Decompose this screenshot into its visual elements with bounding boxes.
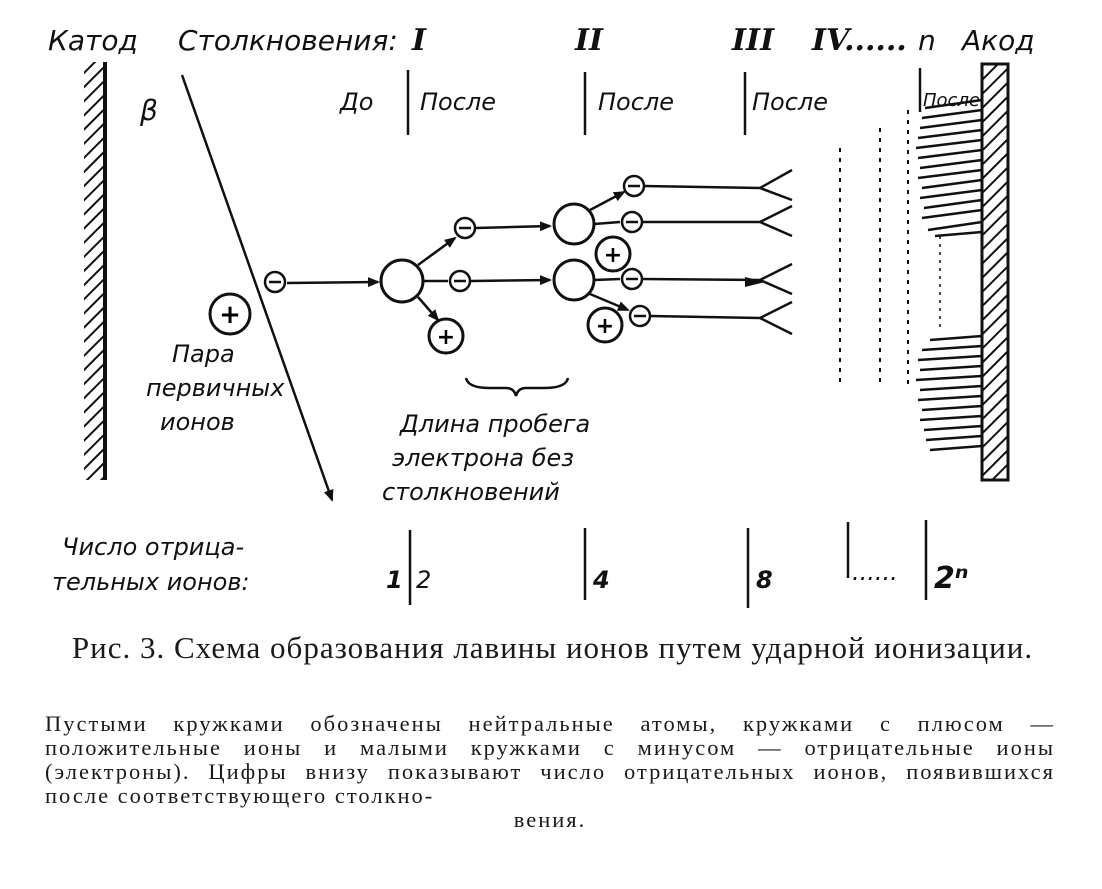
svg-text:+: + <box>604 243 622 268</box>
count-value: 4 <box>592 566 610 594</box>
electron-path <box>470 275 552 286</box>
electron-ion <box>620 210 644 234</box>
before-label: До <box>339 88 373 116</box>
electron-fork <box>649 300 793 336</box>
pair-label-line2: первичных <box>146 374 285 402</box>
primary-positive-ion: + <box>208 292 252 336</box>
primary-electron <box>263 270 287 294</box>
anode-label: Акод <box>960 24 1035 57</box>
electron-fork <box>642 204 793 238</box>
pair-label-line1: Пара <box>172 340 235 368</box>
positive-ion: + <box>586 306 624 344</box>
electron-path <box>589 292 630 312</box>
free-path-line2: электрона без <box>392 444 574 472</box>
electron-fork <box>643 168 793 202</box>
after-i-label: После <box>420 88 496 116</box>
electron-ion <box>628 304 652 328</box>
cathode-label: Катод <box>48 24 138 57</box>
after-iii-label: После <box>752 88 828 116</box>
collisions-label: Столкновения: <box>178 24 398 57</box>
neutral-atom <box>552 258 596 302</box>
electron-ion <box>622 174 646 198</box>
electron-ion <box>453 216 477 240</box>
avalanche-spikes-bottom <box>915 334 983 452</box>
figure-caption-end: вения. <box>513 807 587 832</box>
count-label-line1: Число отрица- <box>62 533 244 561</box>
cathode-plate <box>84 62 107 480</box>
figure-caption-note: Пустыми кружками обозначены нейтральные … <box>45 712 1055 832</box>
electron-ion <box>448 269 472 293</box>
figure-caption-title: Рис. 3. Схема образования лавины ионов п… <box>71 630 1034 665</box>
collision-iii-label: III <box>731 23 775 58</box>
count-dots: ...... <box>852 558 898 586</box>
electron-path <box>286 277 380 288</box>
free-path-line1: Длина пробега <box>399 410 590 438</box>
svg-text:+: + <box>437 325 455 350</box>
pair-label-line3: ионов <box>160 408 235 436</box>
neutral-atom <box>552 202 596 246</box>
collision-ii-label: II <box>574 23 604 58</box>
beta-track-arrow <box>180 74 334 502</box>
electron-path <box>475 221 552 232</box>
electron-path <box>593 220 621 226</box>
electron-path <box>417 236 457 267</box>
free-path-line3: столкновений <box>382 478 560 506</box>
electron-path <box>589 190 626 212</box>
figure-caption-text: Пустыми кружками обозначены нейтральные … <box>45 711 1055 808</box>
arrowhead <box>745 277 765 287</box>
count-value: 8 <box>756 566 773 594</box>
brace <box>464 377 570 397</box>
ion-avalanche-diagram: Катод Столкновения: I II III IV...... n … <box>48 23 1035 608</box>
collision-i-label: I <box>411 23 427 58</box>
count-value: 2 <box>416 566 431 594</box>
electron-ion <box>620 267 644 291</box>
count-value: 1 <box>386 566 403 594</box>
count-value-n: 2ⁿ <box>934 561 969 596</box>
collision-iv-label: IV...... <box>811 23 907 58</box>
ion-path <box>417 296 440 322</box>
neutral-atom <box>379 258 425 304</box>
after-ii-label: После <box>598 88 674 116</box>
count-label-line2: тельных ионов: <box>52 568 250 596</box>
positive-ion: + <box>427 317 465 355</box>
svg-text:+: + <box>596 314 614 339</box>
beta-label: β <box>139 94 158 127</box>
svg-text:+: + <box>219 300 241 330</box>
collision-n-label: n <box>918 24 936 57</box>
anode-plate <box>980 62 1010 482</box>
electron-fork <box>641 262 793 296</box>
avalanche-spikes-top <box>915 98 983 238</box>
electron-path <box>593 277 621 282</box>
positive-ion: + <box>594 235 632 273</box>
